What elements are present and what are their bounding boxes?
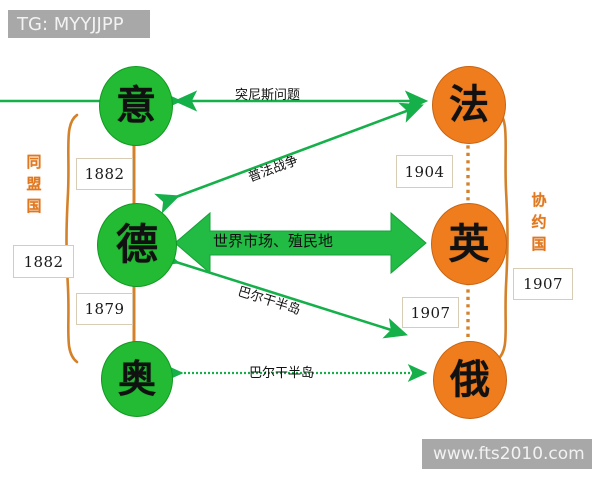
node-russia[interactable]: 俄 [433, 341, 507, 419]
year-box-alliance-left: 1882 [13, 245, 74, 278]
arrow-label-germany-britain: 世界市场、殖民地 [213, 232, 334, 250]
arrow-germany-russia [154, 246, 408, 339]
node-italy-label: 意 [116, 83, 156, 129]
watermark-top-left: TG: MYYJJPP [8, 10, 150, 38]
year-value: 1904 [404, 162, 445, 181]
alliance-label-left: 同 盟 国 [24, 152, 44, 217]
year-value: 1879 [84, 300, 125, 318]
year-value: 1882 [84, 165, 125, 183]
alliance-left-char-2: 盟 [26, 174, 42, 193]
arrow-label-austria-russia: 巴尔干半岛 [249, 366, 315, 381]
year-box-britain-russia: 1907 [402, 297, 459, 328]
year-box-germany-austria: 1879 [76, 293, 133, 325]
node-russia-label: 俄 [450, 357, 490, 403]
alliance-label-right: 协 约 国 [529, 190, 549, 255]
alliance-right-char-1: 协 [531, 191, 547, 209]
arrow-germany-france [154, 102, 424, 214]
alliance-bracket-right [495, 108, 509, 362]
year-value: 1907 [523, 275, 563, 293]
year-box-france-britain: 1904 [396, 155, 453, 188]
node-austria[interactable]: 奥 [101, 341, 173, 417]
year-value: 1882 [23, 252, 64, 271]
node-britain-label: 英 [448, 219, 490, 268]
alliance-bracket-left [65, 113, 79, 364]
watermark-bottom-right: www.fts2010.com [422, 439, 592, 469]
node-france[interactable]: 法 [432, 66, 506, 144]
alliance-left-char-3: 国 [26, 196, 42, 215]
arrow-label-italy-france: 突尼斯问题 [235, 88, 301, 103]
alliance-right-char-3: 国 [531, 234, 547, 253]
node-germany[interactable]: 德 [97, 203, 177, 287]
year-box-alliance-right: 1907 [513, 268, 573, 300]
alliance-left-char-1: 同 [26, 153, 42, 171]
node-france-label: 法 [449, 82, 489, 128]
node-italy[interactable]: 意 [99, 66, 173, 146]
year-box-italy-germany: 1882 [76, 158, 133, 190]
node-germany-label: 德 [115, 220, 158, 269]
node-britain[interactable]: 英 [431, 203, 507, 285]
alliance-right-char-2: 约 [531, 212, 547, 231]
year-value: 1907 [410, 303, 451, 322]
node-austria-label: 奥 [117, 357, 156, 401]
